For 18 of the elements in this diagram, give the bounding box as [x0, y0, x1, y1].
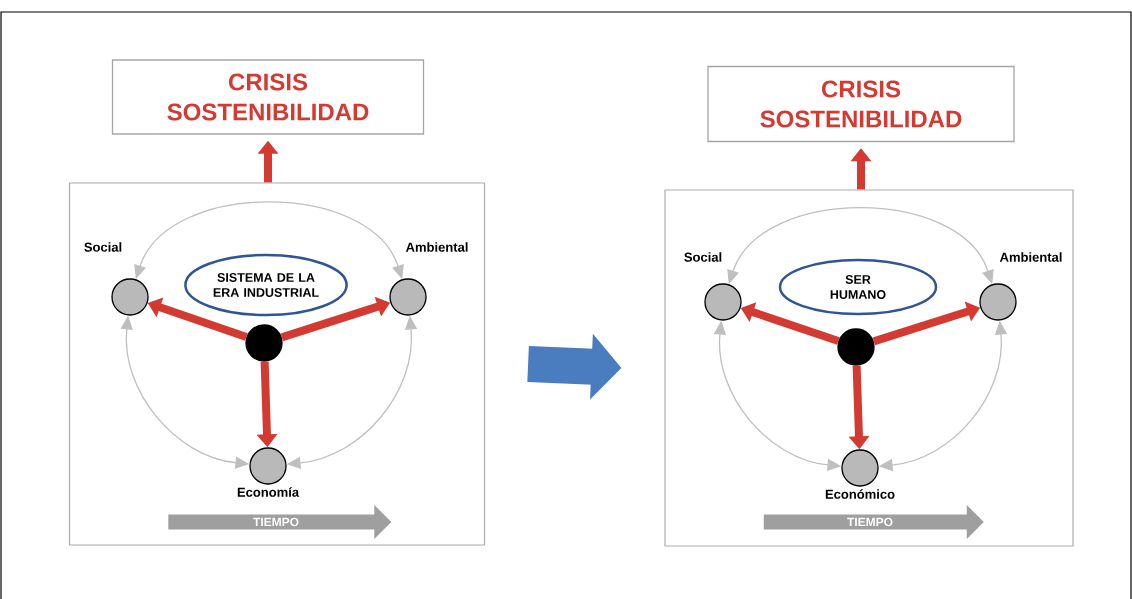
- crisis-box: CRISIS SOSTENIBILIDAD: [707, 65, 1015, 143]
- circle: [979, 283, 1017, 321]
- circle: [704, 283, 742, 321]
- circle: [245, 324, 283, 362]
- circle: [841, 449, 879, 487]
- circle-label: Ambiental: [405, 242, 468, 252]
- circle-label: Social: [684, 252, 722, 262]
- crisis-box: CRISIS SOSTENIBILIDAD: [111, 59, 425, 135]
- circle-label: Económico: [825, 489, 895, 499]
- panel-box: [68, 182, 486, 546]
- circle: [837, 328, 875, 366]
- circle: [389, 278, 427, 316]
- circle-label: Social: [84, 242, 122, 252]
- circle-label: Ambiental: [999, 252, 1062, 262]
- circle-label: Economía: [237, 487, 300, 497]
- circle: [249, 447, 287, 485]
- circle: [111, 278, 149, 316]
- panel-box: [664, 189, 1074, 547]
